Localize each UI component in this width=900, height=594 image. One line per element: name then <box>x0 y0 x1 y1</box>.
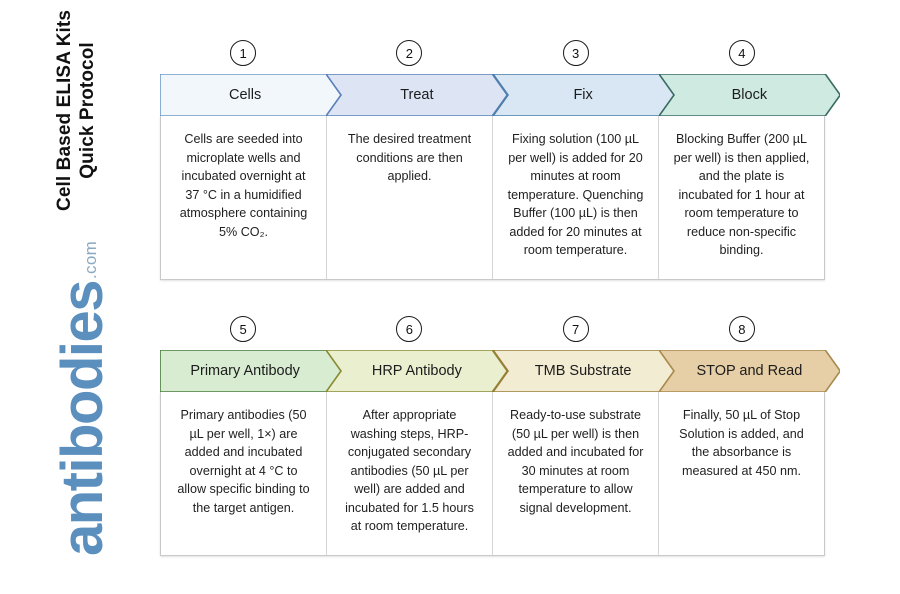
step-number-1: 1 <box>230 40 257 66</box>
step-description-cell-6: After appropriate washing steps, HRP-con… <box>327 392 493 555</box>
step-chevron-bar-2: Primary Antibody HRP Antibody TMB Substrat… <box>160 350 840 392</box>
step-description-text-8: Finally, 50 µL of Stop Solution is added… <box>679 408 804 478</box>
protocol-row-2: 5 6 7 8 Primary Antibody HRP Antibody TMB Sub… <box>160 316 840 556</box>
step-description-cell-8: Finally, 50 µL of Stop Solution is added… <box>659 392 824 555</box>
step-number-4: 4 <box>728 40 755 66</box>
brand-logo-name: antibodies <box>50 280 116 556</box>
step-description-text-1: Cells are seeded into microplate wells a… <box>179 132 308 239</box>
step-chevron-3[interactable]: Fix <box>492 74 674 116</box>
step-description-cell-1: Cells are seeded into microplate wells a… <box>161 116 327 279</box>
step-chevron-5[interactable]: Primary Antibody <box>160 350 342 392</box>
step-description-text-7: Ready-to-use substrate (50 µL per well) … <box>507 408 644 515</box>
step-number-5: 5 <box>230 316 257 342</box>
step-description-cell-3: Fixing solution (100 µL per well) is add… <box>493 116 659 279</box>
step-chevron-shape-8 <box>658 350 840 392</box>
step-number-7: 7 <box>562 316 589 342</box>
brand-logo-suffix: .com <box>81 240 100 279</box>
step-chevron-shape-2 <box>326 74 508 116</box>
step-chevron-4[interactable]: Block <box>658 74 840 116</box>
step-label-3: Fix <box>573 87 593 103</box>
step-description-cell-2: The desired treatment conditions are the… <box>327 116 493 279</box>
step-description-row-1: Cells are seeded into microplate wells a… <box>160 116 825 280</box>
protocol-row-1: 1 2 3 4 Cells Treat Fix Block Cells are seeded… <box>160 40 840 280</box>
step-chevron-shape-7 <box>492 350 674 392</box>
step-number-6: 6 <box>396 316 423 342</box>
step-label-5: Primary Antibody <box>190 363 300 379</box>
step-description-text-2: The desired treatment conditions are the… <box>347 132 472 183</box>
step-label-1: Cells <box>229 87 262 103</box>
step-label-4: Block <box>731 87 768 103</box>
step-description-text-5: Primary antibodies (50 µL per well, 1×) … <box>177 408 310 515</box>
step-description-text-6: After appropriate washing steps, HRP-con… <box>345 408 474 533</box>
step-chevron-6[interactable]: HRP Antibody <box>326 350 508 392</box>
step-chevron-shape-6 <box>326 350 508 392</box>
step-chevron-1[interactable]: Cells <box>160 74 342 116</box>
step-chevron-2[interactable]: Treat <box>326 74 508 116</box>
brand-logo: antibodies .com <box>18 241 115 556</box>
step-description-cell-5: Primary antibodies (50 µL per well, 1×) … <box>161 392 327 555</box>
step-chevron-shape-4 <box>658 74 840 116</box>
step-description-text-4: Blocking Buffer (200 µL per well) is the… <box>673 132 810 257</box>
step-description-cell-4: Blocking Buffer (200 µL per well) is the… <box>659 116 824 279</box>
step-label-7: TMB Substrate <box>534 363 632 379</box>
step-chevron-bar-1: Cells Treat Fix Block <box>160 74 840 116</box>
step-chevron-shape-3 <box>492 74 674 116</box>
step-number-track-1: 1 2 3 4 <box>160 40 825 74</box>
step-chevron-7[interactable]: TMB Substrate <box>492 350 674 392</box>
step-label-6: HRP Antibody <box>371 363 462 379</box>
step-description-cell-7: Ready-to-use substrate (50 µL per well) … <box>493 392 659 555</box>
step-label-2: Treat <box>400 87 434 103</box>
step-label-8: STOP and Read <box>696 363 803 379</box>
step-number-8: 8 <box>728 316 755 342</box>
step-number-2: 2 <box>396 40 423 66</box>
step-number-3: 3 <box>562 40 589 66</box>
page-title-text: Cell Based ELISA Kits Quick Protocol <box>53 10 98 211</box>
step-chevron-8[interactable]: STOP and Read <box>658 350 840 392</box>
step-description-row-2: Primary antibodies (50 µL per well, 1×) … <box>160 392 825 556</box>
step-number-track-2: 5 6 7 8 <box>160 316 825 350</box>
step-description-text-3: Fixing solution (100 µL per well) is add… <box>507 132 644 257</box>
